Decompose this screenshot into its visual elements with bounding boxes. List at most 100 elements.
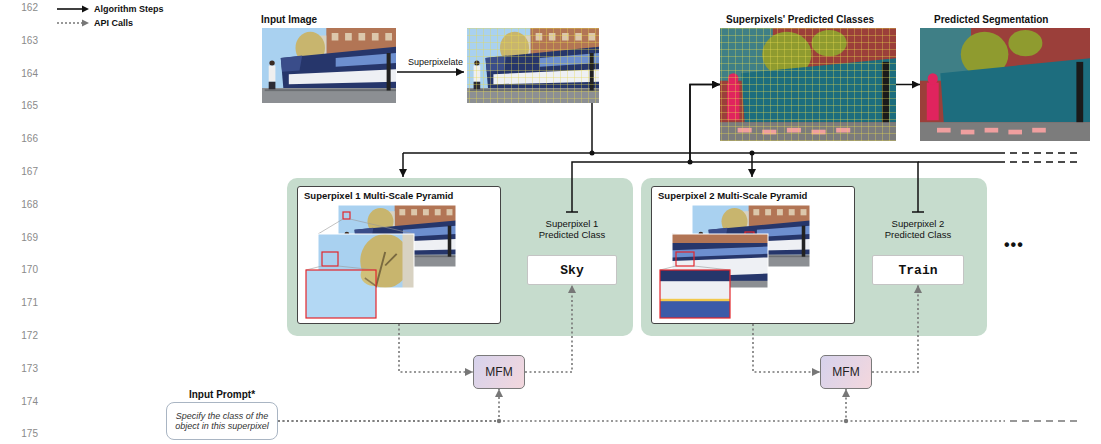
class-name-holder: Train <box>898 263 937 278</box>
line-number: 162 <box>8 2 38 13</box>
image-heading-holder: Predicted Segmentation <box>934 14 1048 25</box>
api-call-arrow <box>753 324 820 372</box>
line-number: 173 <box>8 363 38 374</box>
superpixel-panel: Superpixel 2 Predicted Class Superpixel 2… <box>641 178 987 336</box>
legend-text: API Calls <box>94 17 133 29</box>
line-number: 165 <box>8 100 38 111</box>
model-name-holder: MFM <box>832 365 859 379</box>
prompt-heading: Input Prompt* <box>137 389 307 400</box>
class-map <box>720 28 896 141</box>
line-number-holder: 174 <box>8 396 38 407</box>
line-number-holder: 162 <box>8 2 38 13</box>
class-box: Sky <box>527 255 617 285</box>
step-arrow <box>397 71 464 73</box>
model-name: MFM <box>832 365 859 379</box>
output-label-holder: Superpixel 1 Predicted Class <box>527 218 617 241</box>
multi-scale-pyramid <box>306 205 456 318</box>
legend-text-holder: Algorithm Steps <box>94 3 164 15</box>
legend-text-holder: API Calls <box>94 17 133 29</box>
superpixel-grid <box>467 28 599 103</box>
line-number-holder: 172 <box>8 330 38 341</box>
continuation-lines <box>497 160 1078 424</box>
line-number: 164 <box>8 68 38 79</box>
line-number-holder: 166 <box>8 133 38 144</box>
prompt-text: Specify the class of the object in this … <box>173 411 271 432</box>
legend-row: API Calls <box>57 17 187 29</box>
output-tee <box>566 178 578 212</box>
output-label: Superpixel 2 Predicted Class <box>873 218 963 241</box>
api-call-arrow <box>278 389 499 421</box>
line-number-holder: 175 <box>8 428 38 439</box>
image-heading: Predicted Segmentation <box>934 14 1048 25</box>
line-number-holder: 173 <box>8 363 38 374</box>
ellipsis-holder: ••• <box>1004 236 1054 254</box>
pyramid-box: Superpixel 1 Multi-Scale Pyramid <box>297 186 501 324</box>
junction-dots <box>590 151 755 156</box>
image-heading: Superpixels' Predicted Classes <box>726 14 874 25</box>
prompt-text-holder: Specify the class of the object in this … <box>167 411 277 432</box>
pyramid-heading-holder: Superpixel 1 Multi-Scale Pyramid <box>304 190 453 201</box>
legend-text: Algorithm Steps <box>94 3 164 15</box>
line-number: 169 <box>8 232 38 243</box>
algorithm-step-arrow <box>690 85 918 179</box>
api-call-arrow <box>399 324 473 372</box>
model-box: MFM <box>473 355 525 389</box>
line-number-holder: 170 <box>8 264 38 275</box>
superpixel-photo <box>467 28 599 103</box>
pyramid-heading-holder: Superpixel 2 Multi-Scale Pyramid <box>658 190 807 201</box>
line-number: 175 <box>8 428 38 439</box>
line-number: 163 <box>8 35 38 46</box>
output-label: Superpixel 1 Predicted Class <box>527 218 617 241</box>
legend-sample <box>57 4 89 14</box>
line-number-holder: 167 <box>8 166 38 177</box>
image-frame: Input Image <box>262 28 396 103</box>
legend-sample <box>57 18 89 28</box>
api-call-arrow <box>872 285 918 372</box>
algorithm-step-arrow <box>896 84 920 86</box>
class-name-holder: Sky <box>560 263 583 278</box>
line-number-holder: 171 <box>8 297 38 308</box>
model-name-holder: MFM <box>485 365 512 379</box>
api-call-arrow <box>278 389 846 421</box>
class-name: Sky <box>560 263 583 278</box>
line-number-holder: 163 <box>8 35 38 46</box>
line-number: 168 <box>8 199 38 210</box>
line-number-holder: 165 <box>8 100 38 111</box>
image-heading-holder: Input Image <box>261 14 317 25</box>
model-box: MFM <box>820 355 872 389</box>
line-number: 170 <box>8 264 38 275</box>
pyramid-heading: Superpixel 2 Multi-Scale Pyramid <box>658 190 807 201</box>
pyramid-heading: Superpixel 1 Multi-Scale Pyramid <box>304 190 453 201</box>
image-heading-holder: Superpixels' Predicted Classes <box>726 14 874 25</box>
model-name: MFM <box>485 365 512 379</box>
ellipsis: ••• <box>1004 236 1054 254</box>
image-frame: Superpixels' Predicted Classes <box>720 28 896 141</box>
line-number: 171 <box>8 297 38 308</box>
arrow-label: Superpixelate <box>408 57 468 67</box>
line-number-holder: 168 <box>8 199 38 210</box>
input-photo <box>262 28 396 103</box>
line-number: 166 <box>8 133 38 144</box>
algorithm-step-arrow <box>572 85 720 179</box>
image-heading: Input Image <box>261 14 317 25</box>
prompt-heading-holder: Input Prompt* <box>137 389 307 400</box>
line-number: 172 <box>8 330 38 341</box>
pyramid-box: Superpixel 2 Multi-Scale Pyramid <box>651 186 855 324</box>
legend-row: Algorithm Steps <box>57 3 187 15</box>
superpixel-grid <box>720 28 896 141</box>
class-name: Train <box>898 263 937 278</box>
output-tee <box>912 178 924 212</box>
line-number: 174 <box>8 396 38 407</box>
output-label-holder: Superpixel 2 Predicted Class <box>873 218 963 241</box>
image-frame: Predicted Segmentation <box>920 28 1090 141</box>
step-wires <box>403 103 1078 177</box>
api-call-arrow <box>525 285 572 372</box>
superpixel-panel: Superpixel 1 Predicted Class Superpixel 1… <box>287 178 633 336</box>
line-number-holder: 164 <box>8 68 38 79</box>
multi-scale-pyramid <box>660 205 810 318</box>
arrow-label-holder: Superpixelate <box>408 57 468 67</box>
line-number: 167 <box>8 166 38 177</box>
line-number-holder: 169 <box>8 232 38 243</box>
prompt-box: Input Prompt*Specify the class of the ob… <box>166 402 278 440</box>
